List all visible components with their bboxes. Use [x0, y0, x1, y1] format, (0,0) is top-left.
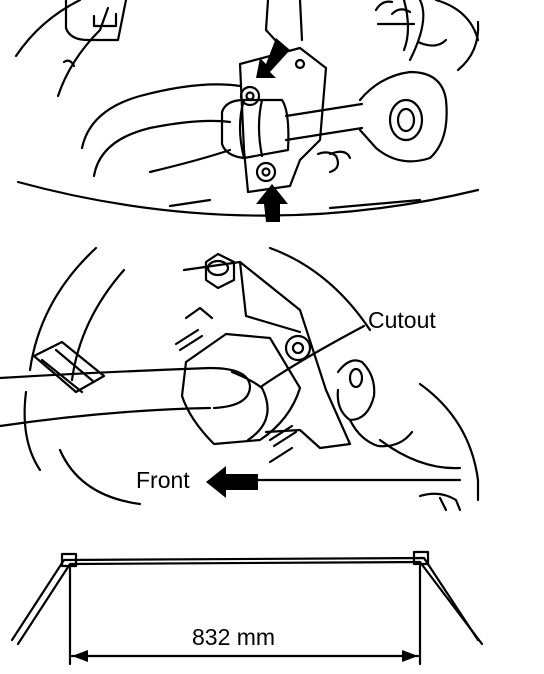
top-upper-bolt [239, 85, 261, 107]
arrow-left-icon [206, 466, 258, 498]
bar-length-panel [10, 550, 484, 666]
middle-stabilizer-bar [0, 366, 212, 380]
arrow-icon [256, 38, 290, 78]
mounting-detail-panel [0, 246, 480, 512]
middle-upper-bolt [204, 252, 236, 290]
top-link-end [358, 70, 448, 163]
arrow-icon [256, 184, 288, 222]
bottom-stabilizer-bar [10, 556, 480, 642]
cutout-label: Cutout [368, 307, 436, 333]
lower-arm [80, 83, 242, 150]
middle-bushing [180, 332, 302, 446]
top-bushing [220, 98, 290, 160]
cutout-leader-line [260, 324, 366, 388]
top-stabilizer-bar [284, 102, 364, 118]
top-view-panel [14, 0, 480, 217]
dimension-label: 832 mm [192, 624, 276, 650]
top-lower-bolt [255, 161, 277, 183]
dimension-arrowheads [72, 650, 418, 662]
middle-lower-bolt [284, 334, 312, 362]
top-panel-boundary [16, 180, 480, 217]
front-label: Front [136, 467, 190, 493]
